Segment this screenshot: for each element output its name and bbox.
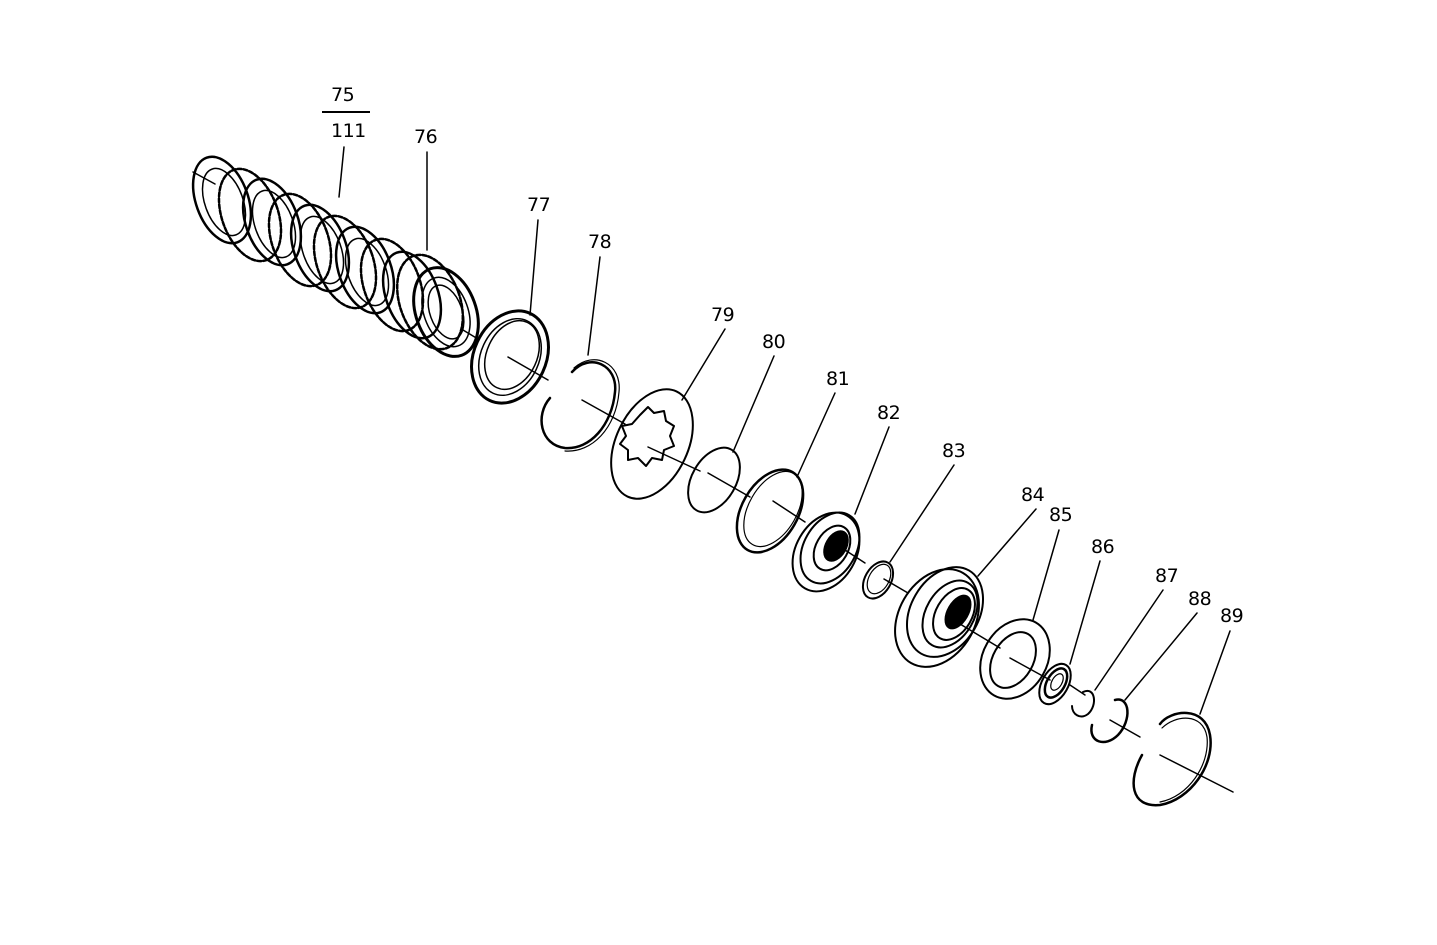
leader-lines — [338, 146, 1231, 715]
center-axis — [192, 171, 1234, 793]
part-79-splined-plate — [610, 388, 694, 500]
callout-86: 86 — [1091, 536, 1115, 558]
part-89-large-snap-ring — [1132, 711, 1212, 807]
part-84-hub — [894, 566, 984, 668]
callout-89: 89 — [1220, 605, 1244, 627]
fraction-bar-75-111 — [322, 111, 370, 113]
callout-75: 75 — [331, 84, 355, 106]
part-75-clutch-disc-stack — [191, 155, 480, 358]
part-78-snap-ring — [540, 359, 620, 452]
callout-80: 80 — [762, 331, 786, 353]
callout-78: 78 — [588, 231, 612, 253]
part-83-small-o-ring — [861, 560, 895, 600]
part-87-retaining-clip — [1071, 689, 1095, 718]
callout-111: 111 — [331, 120, 366, 142]
callout-82: 82 — [877, 402, 901, 424]
callout-83: 83 — [942, 440, 966, 462]
callout-79: 79 — [711, 304, 735, 326]
callout-88: 88 — [1188, 588, 1212, 610]
callout-85: 85 — [1049, 504, 1073, 526]
part-80-o-ring — [687, 446, 741, 514]
part-86-bearing — [1038, 662, 1072, 706]
part-81-seal-ring — [735, 468, 805, 554]
callout-87: 87 — [1155, 565, 1179, 587]
callout-77: 77 — [527, 194, 551, 216]
callout-84: 84 — [1021, 484, 1045, 506]
callout-76: 76 — [414, 126, 438, 148]
part-77-thrust-ring — [470, 309, 550, 405]
part-82-piston — [791, 511, 861, 593]
callout-81: 81 — [826, 368, 850, 390]
part-85-thrust-washer — [979, 618, 1051, 700]
part-88-snap-ring — [1090, 698, 1129, 744]
